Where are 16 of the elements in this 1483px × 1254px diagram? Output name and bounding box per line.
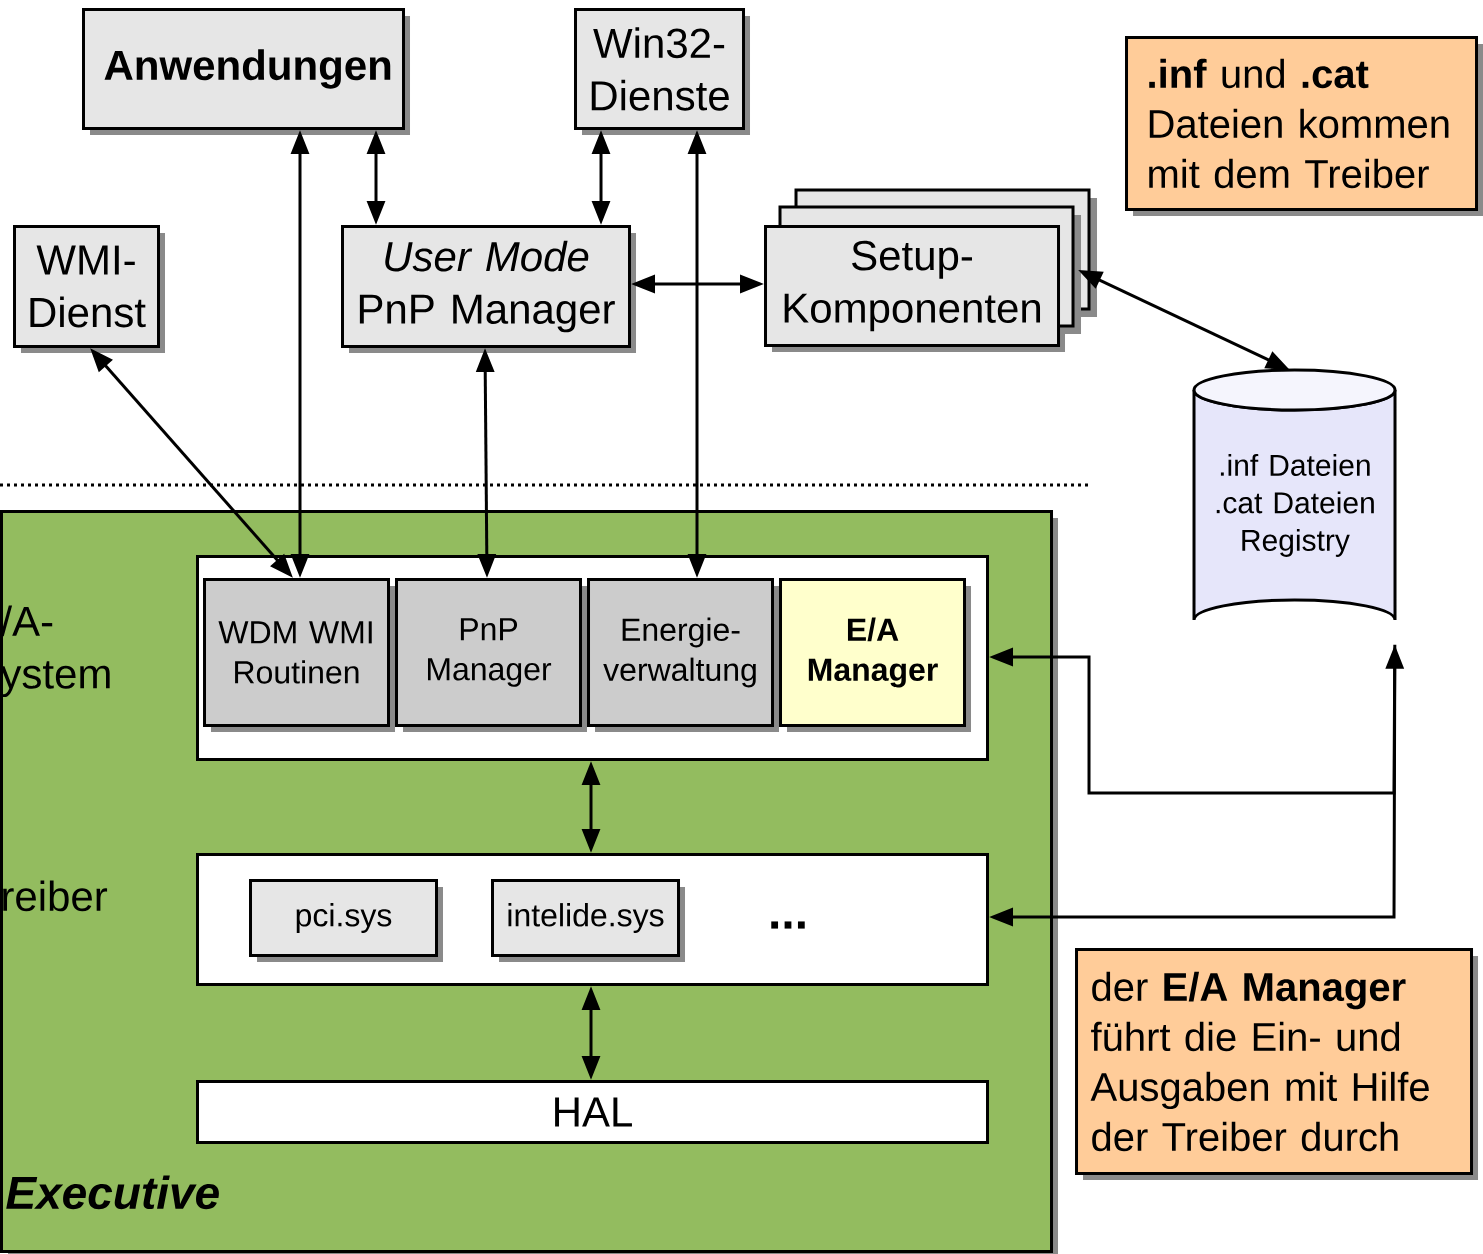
process-box: Anwendungen (82, 8, 410, 135)
process-box: E/A Manager (779, 578, 971, 732)
driver-file-box: pci.sys (249, 879, 443, 962)
process-box: WMI- Dienst (13, 225, 165, 353)
note-box: der E/A Manager führt die Ein- und Ausgaben mit Hilfe der Treiber durch (1075, 948, 1478, 1180)
note-box: .inf und .cat Dateien kommen mit dem Treiber (1125, 36, 1483, 216)
process-box: PnP Manager (395, 578, 587, 732)
stacked-box: Setup- Komponenten (764, 188, 1097, 352)
process-box: WDM WMI Routinen (203, 578, 395, 732)
process-box: Win32- Dienste (574, 8, 750, 135)
layer-bar: HAL (196, 1080, 989, 1144)
driver-file-box: intelide.sys (491, 879, 685, 962)
process-box: Energie- verwaltung (587, 578, 779, 732)
ellipsis-text: ... (771, 921, 805, 929)
process-box: User Mode PnP Manager (341, 225, 636, 353)
database-cylinder: .inf Dateien .cat Dateien Registry (1192, 368, 1397, 622)
